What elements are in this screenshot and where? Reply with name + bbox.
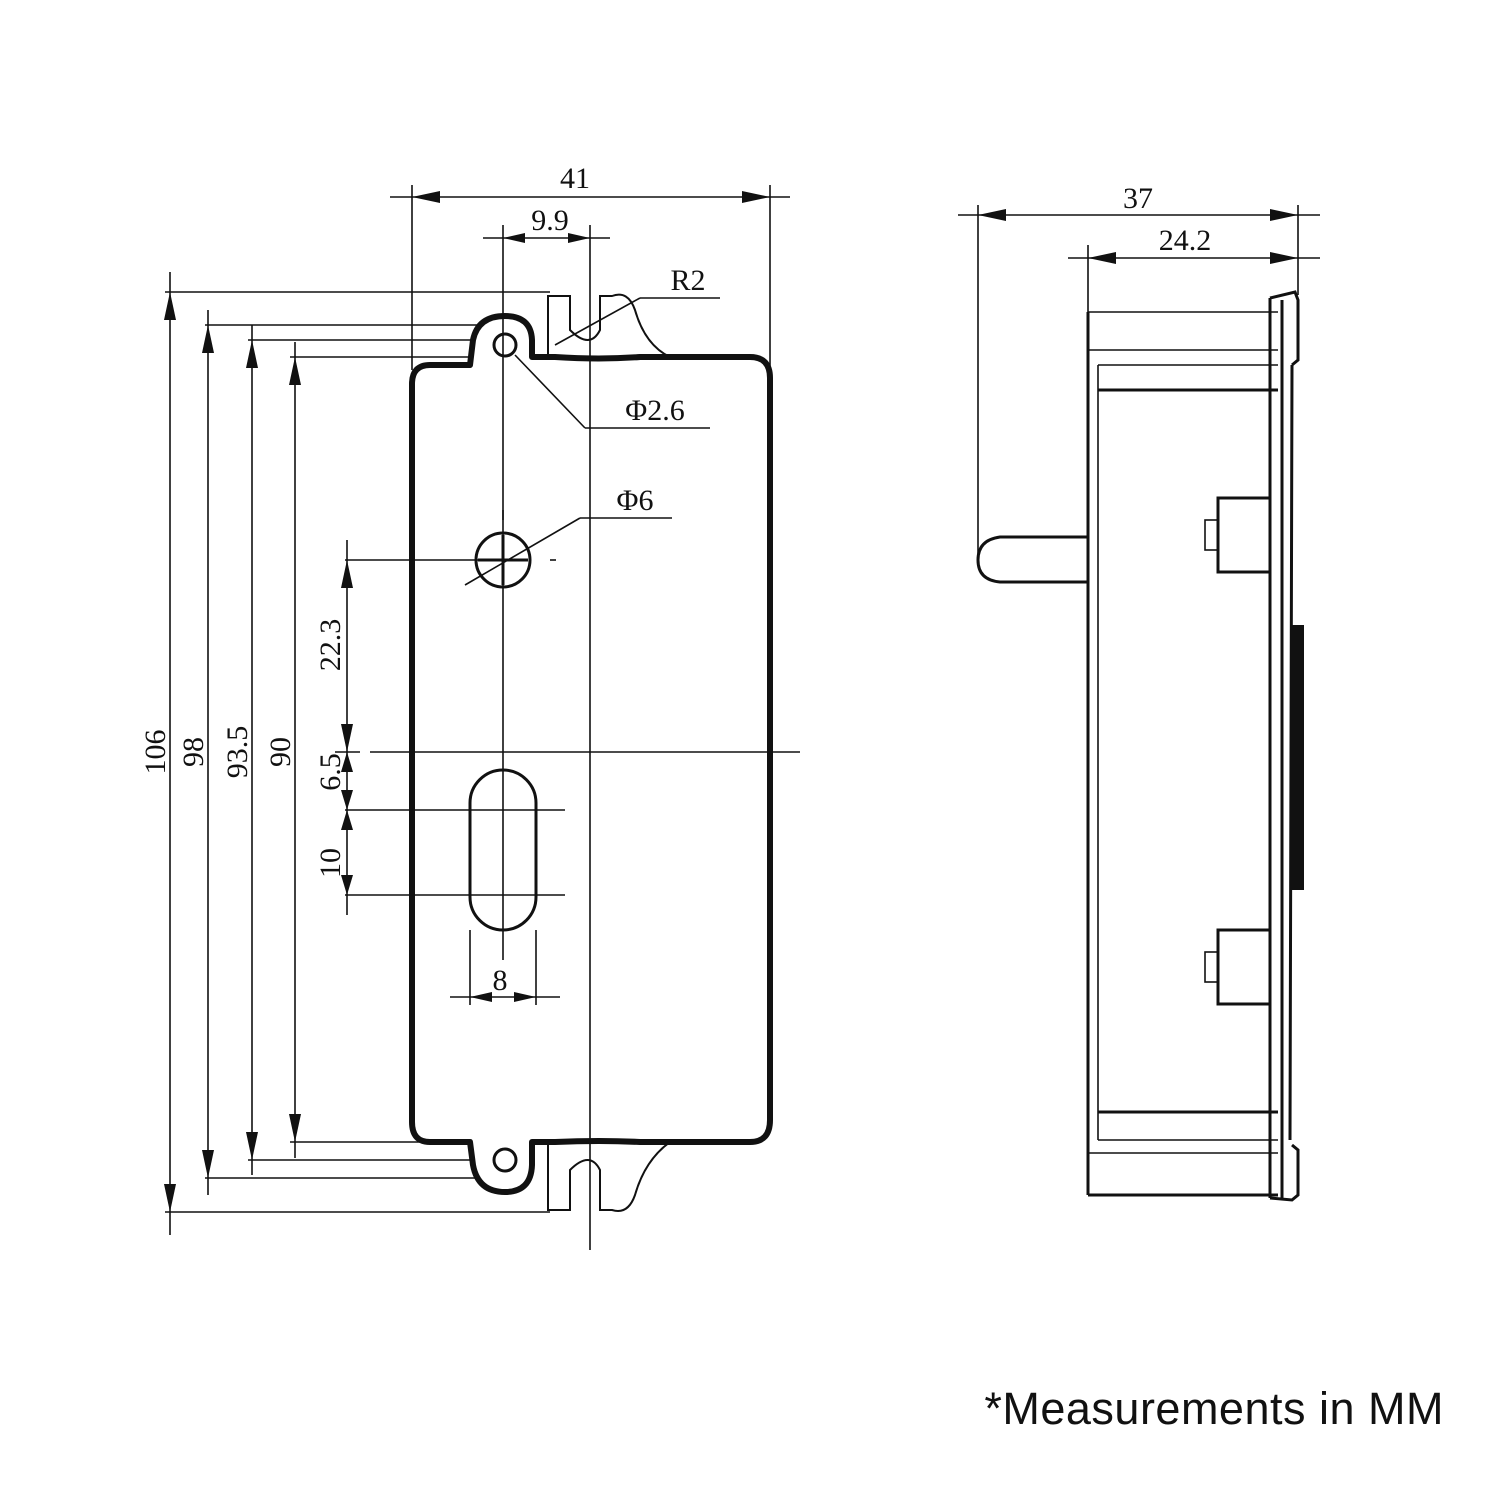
dim-hole-offset: 9.9	[531, 204, 569, 237]
dim-depth: 37	[1123, 182, 1153, 215]
clip-bottom	[1216, 928, 1272, 1006]
dim-slot-width: 8	[493, 964, 508, 997]
dim-radius: R2	[670, 264, 705, 297]
dim-6-5: 6.5	[314, 753, 347, 791]
front-view: 41 9.9 R2 Φ2.6 Φ6 106 98 93.5	[139, 162, 800, 1250]
clip-top	[1216, 496, 1272, 574]
units-footnote: *Measurements in MM	[984, 1383, 1444, 1434]
bottom-notch	[547, 1141, 671, 1212]
top-notch	[547, 293, 671, 358]
side-view: 37 24.2	[958, 182, 1320, 1202]
dim-width: 41	[560, 162, 590, 195]
side-pin	[976, 535, 1088, 584]
bottom-mount-hole	[492, 1147, 518, 1173]
front-body-outline	[409, 313, 773, 1195]
dim-body-depth: 24.2	[1159, 224, 1212, 257]
dim-22-3: 22.3	[314, 619, 347, 672]
dim-large-hole: Φ6	[617, 484, 654, 517]
side-bump	[1290, 625, 1304, 890]
dim-height-93-5: 93.5	[221, 726, 254, 779]
top-mount-hole	[492, 332, 518, 358]
dim-small-hole: Φ2.6	[625, 394, 684, 427]
dim-height-90: 90	[264, 737, 297, 767]
dim-height-106: 106	[139, 730, 172, 775]
dim-10: 10	[314, 848, 347, 878]
side-front-plate	[1268, 290, 1300, 1202]
dim-height-98: 98	[177, 737, 210, 767]
